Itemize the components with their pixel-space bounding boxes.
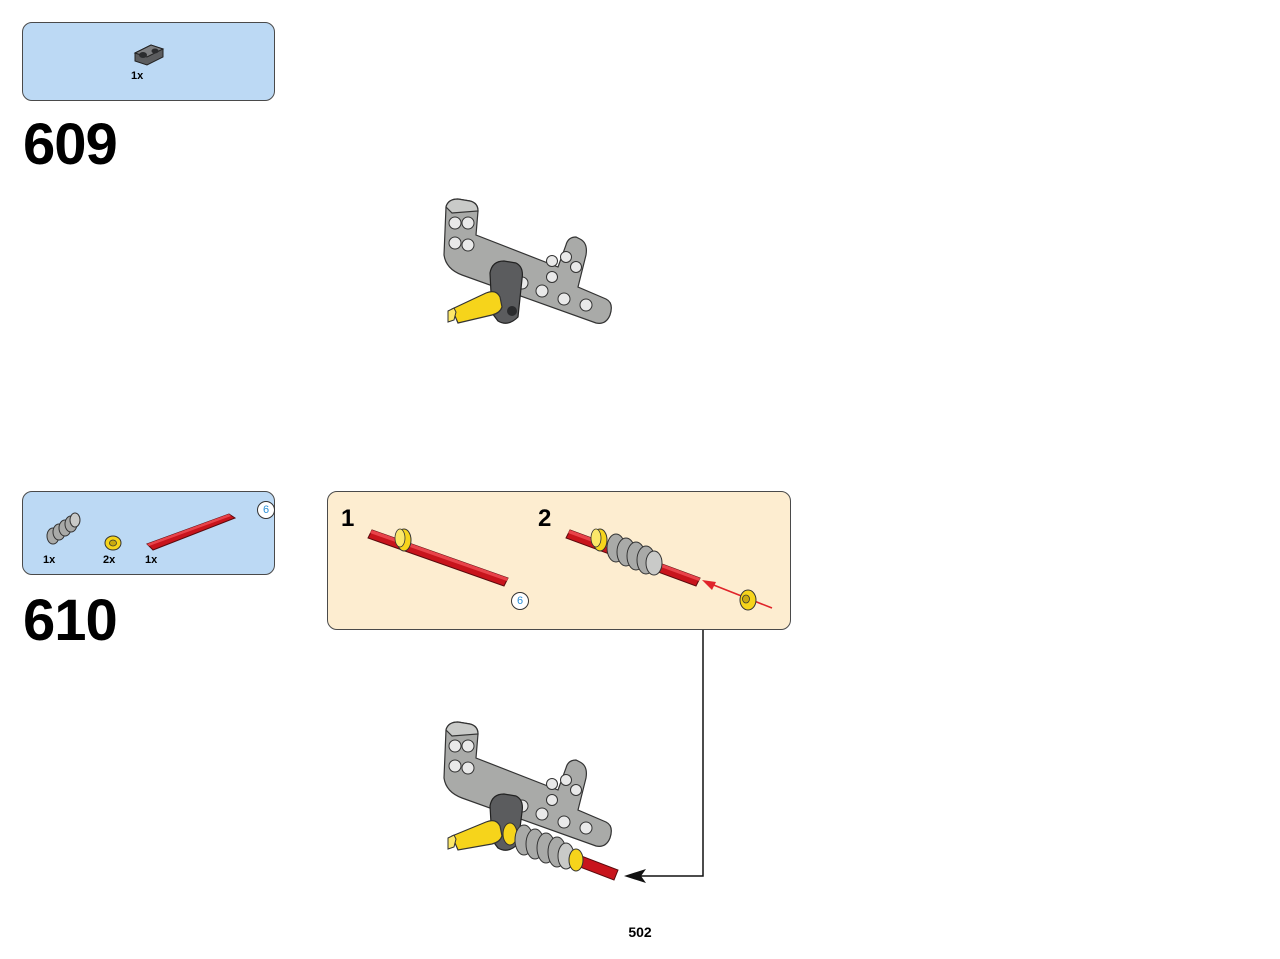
- step-number-609: 609: [23, 112, 118, 177]
- axle-length-badge: 6: [257, 501, 275, 519]
- substep-2-illustration: [565, 528, 773, 611]
- substep-number: 1: [341, 505, 355, 532]
- page-number: 502: [628, 924, 652, 940]
- bush-part-icon: [104, 535, 122, 551]
- substep-1-illustration: [367, 528, 509, 587]
- assembly-610-illustration: [443, 721, 619, 881]
- parts-list-step-609: 1x: [22, 22, 275, 101]
- axle-length-badge: 6: [511, 592, 529, 610]
- sub-assembly-callout: 1 6 2: [327, 491, 791, 630]
- axle-pin-connector-part-icon: [133, 44, 165, 66]
- beam-holes: [448, 216, 593, 312]
- substep-number: 2: [538, 505, 552, 532]
- step-number-610: 610: [23, 588, 118, 653]
- part-qty: 1x: [145, 554, 158, 566]
- parts-list-step-610: 1x 2x 1x 6: [22, 491, 275, 575]
- assembly-609-illustration: [443, 198, 612, 324]
- insertion-arrow: [705, 581, 773, 609]
- liftarm-beam: [443, 198, 612, 324]
- part-qty: 1x: [131, 70, 144, 82]
- part-qty: 2x: [103, 554, 116, 566]
- red-axle-part-icon: [146, 513, 237, 551]
- yellow-axle-pin: [451, 291, 503, 324]
- worm-gear-part-icon: [46, 512, 81, 545]
- part-qty: 1x: [43, 554, 56, 566]
